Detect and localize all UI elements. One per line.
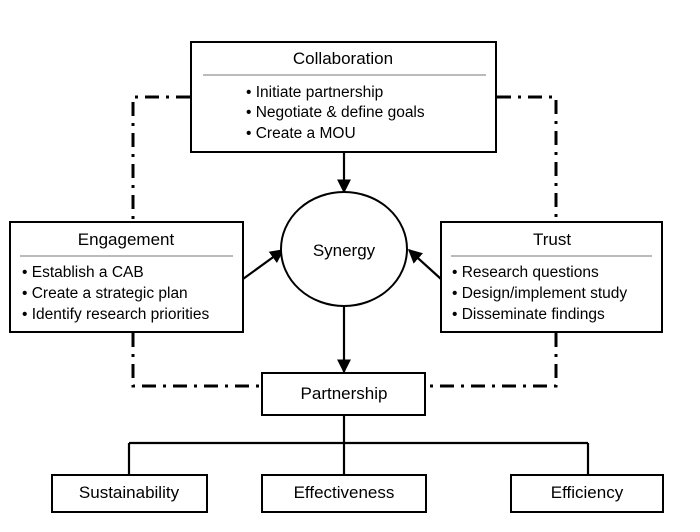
arrow-engagement-to-synergy bbox=[242, 249, 285, 280]
dashdot-link-collab-engagement bbox=[131, 95, 190, 222]
trust-title: Trust bbox=[533, 230, 571, 249]
synergy-node: Synergy bbox=[280, 191, 408, 307]
engagement-title: Engagement bbox=[78, 230, 175, 249]
dashdot-link-collab-trust bbox=[497, 95, 558, 222]
outcome-sustainability: Sustainability bbox=[51, 474, 208, 513]
outcome-efficiency-label: Efficiency bbox=[551, 483, 624, 502]
trust-item-1: • Research questions bbox=[452, 264, 599, 281]
outcome-efficiency: Efficiency bbox=[510, 474, 664, 513]
collaboration-box: Collaboration • Initiate partnership • N… bbox=[190, 41, 497, 153]
arrow-trust-to-synergy bbox=[407, 249, 442, 280]
trust-item-3: • Disseminate findings bbox=[452, 306, 605, 323]
collaboration-item-3: • Create a MOU bbox=[246, 125, 356, 142]
engagement-item-2: • Create a strategic plan bbox=[22, 285, 188, 302]
outcome-effectiveness-label: Effectiveness bbox=[294, 483, 395, 502]
connector-partnership-outcomes bbox=[127, 415, 590, 475]
engagement-item-3: • Identify research priorities bbox=[22, 306, 209, 323]
trust-item-2: • Design/implement study bbox=[452, 285, 627, 302]
outcome-effectiveness: Effectiveness bbox=[261, 474, 427, 513]
outcome-sustainability-label: Sustainability bbox=[79, 483, 180, 502]
engagement-box: Engagement • Establish a CAB • Create a … bbox=[9, 221, 244, 333]
synergy-label: Synergy bbox=[313, 241, 376, 260]
trust-box: Trust • Research questions • Design/impl… bbox=[440, 221, 663, 333]
collaboration-title: Collaboration bbox=[293, 49, 393, 68]
collaboration-item-2: • Negotiate & define goals bbox=[246, 104, 425, 121]
engagement-item-1: • Establish a CAB bbox=[22, 264, 144, 281]
partnership-label: Partnership bbox=[301, 384, 388, 403]
dashdot-link-trust-partnership bbox=[425, 333, 558, 388]
dashdot-link-engagement-partnership bbox=[131, 333, 262, 388]
collaboration-item-1: • Initiate partnership bbox=[246, 84, 383, 101]
partnership-box: Partnership bbox=[261, 372, 426, 416]
